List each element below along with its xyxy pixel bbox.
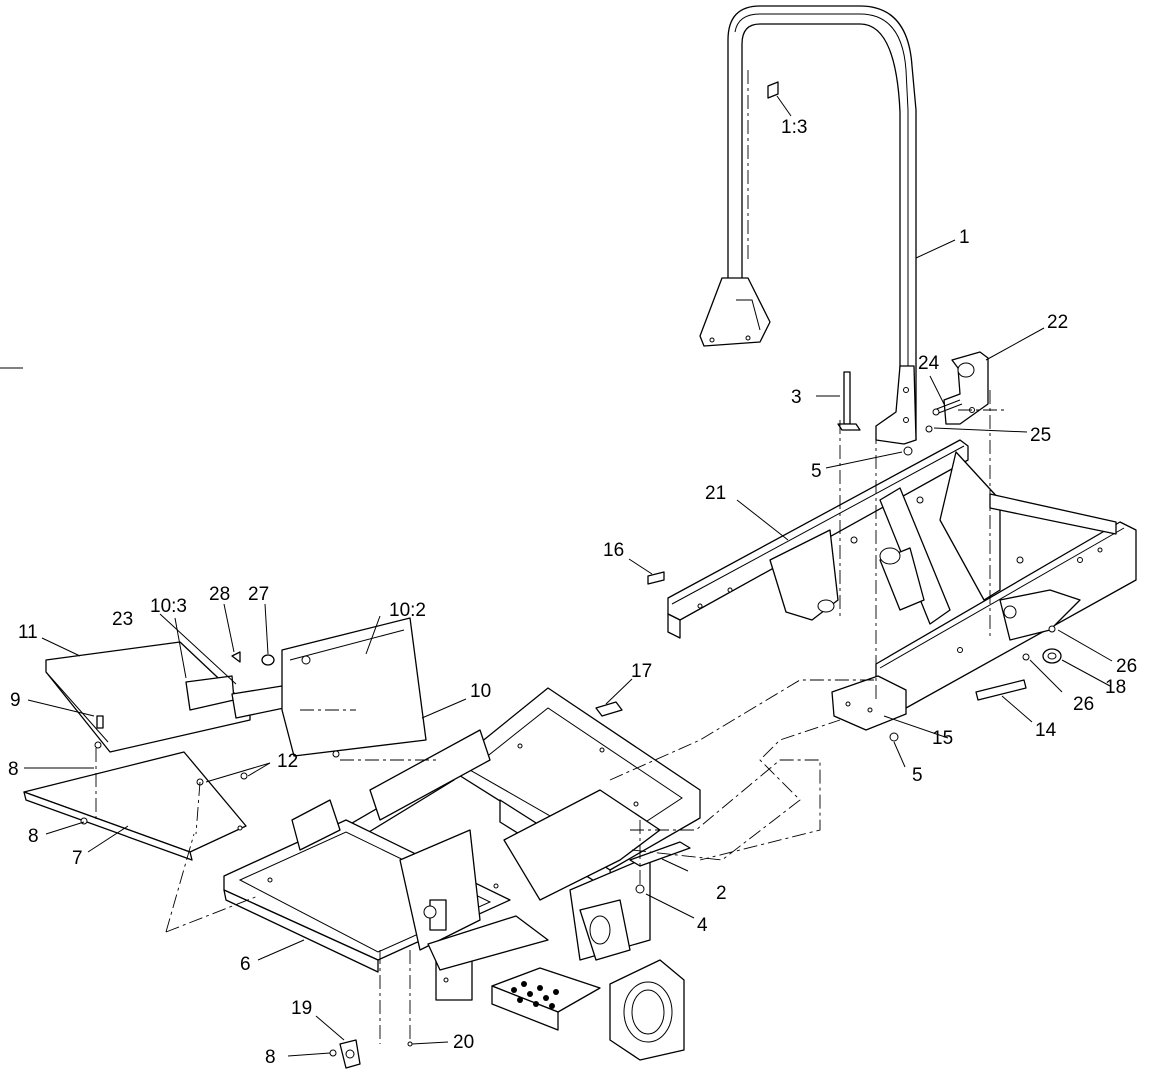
screw-20 [407,1041,413,1047]
bolt-3 [837,371,861,431]
callout-25: 25 [1030,425,1051,446]
leader-lines [0,95,1113,1057]
callout-10-3: 10:3 [150,596,187,617]
floor-panels [23,617,427,861]
callout-24: 24 [918,353,940,374]
callout-17: 17 [631,661,652,682]
nut-4 [635,884,645,894]
callout-23: 23 [112,609,133,630]
callout-16: 16 [603,540,624,561]
callout-8-bottom: 8 [265,1047,276,1068]
callout-10: 10 [470,681,491,702]
callout-14: 14 [1035,720,1057,741]
callout-9: 9 [10,690,21,711]
callout-labels: 1 1:3 2 3 4 5 5 6 7 8 8 8 9 10 10:2 10:3… [8,117,1137,1068]
callout-7: 7 [72,848,83,869]
callout-26-right: 26 [1116,656,1137,677]
callout-1: 1 [959,227,970,248]
callout-8-bottom-left: 8 [28,826,39,847]
callout-18: 18 [1105,677,1126,698]
callout-28: 28 [209,584,230,605]
callout-15: 15 [932,728,953,749]
callout-5-upper: 5 [811,461,822,482]
callout-19: 19 [291,998,312,1019]
nut-26-lower [1022,653,1030,661]
roll-bar [699,5,917,445]
callout-3: 3 [791,387,802,408]
callout-8-left: 8 [8,759,19,780]
decal-17 [595,701,623,717]
strip-2 [629,841,691,867]
decal-16 [647,571,665,585]
callout-11: 11 [18,622,38,643]
bolt-5-upper [903,446,913,456]
callout-12: 12 [277,751,298,772]
bolt-5-lower [889,732,899,742]
callout-22: 22 [1047,312,1068,333]
callout-1-3: 1:3 [781,117,807,138]
callout-20: 20 [453,1032,474,1053]
nut-26-upper [1048,625,1056,633]
callout-2: 2 [716,883,727,904]
callout-5-lower: 5 [912,765,923,786]
decal-14 [975,679,1027,701]
bracket-22 [925,351,989,433]
callout-4: 4 [697,915,708,936]
callout-10-2: 10:2 [389,600,426,621]
foot-plate-holes [511,981,559,1009]
screw-8-bottom [329,1049,337,1057]
main-frame [223,687,701,1061]
callout-6: 6 [240,954,251,975]
callout-27: 27 [248,584,269,605]
callout-21: 21 [705,483,726,504]
callout-26-lower: 26 [1073,694,1094,715]
rear-frame [667,439,1137,731]
